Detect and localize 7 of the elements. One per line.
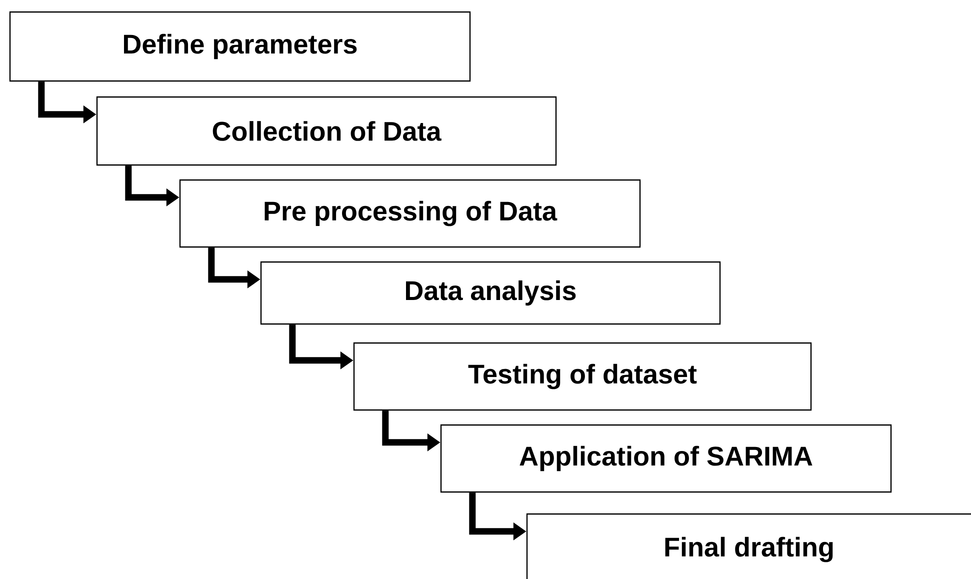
process-box: Data analysis <box>260 261 721 325</box>
process-box: Define parameters <box>9 11 471 82</box>
process-box: Pre processing of Data <box>179 179 641 248</box>
process-box: Testing of dataset <box>353 342 812 411</box>
process-box: Application of SARIMA <box>440 424 892 493</box>
process-box: Collection of Data <box>96 96 557 166</box>
process-box: Final drafting <box>526 513 971 579</box>
